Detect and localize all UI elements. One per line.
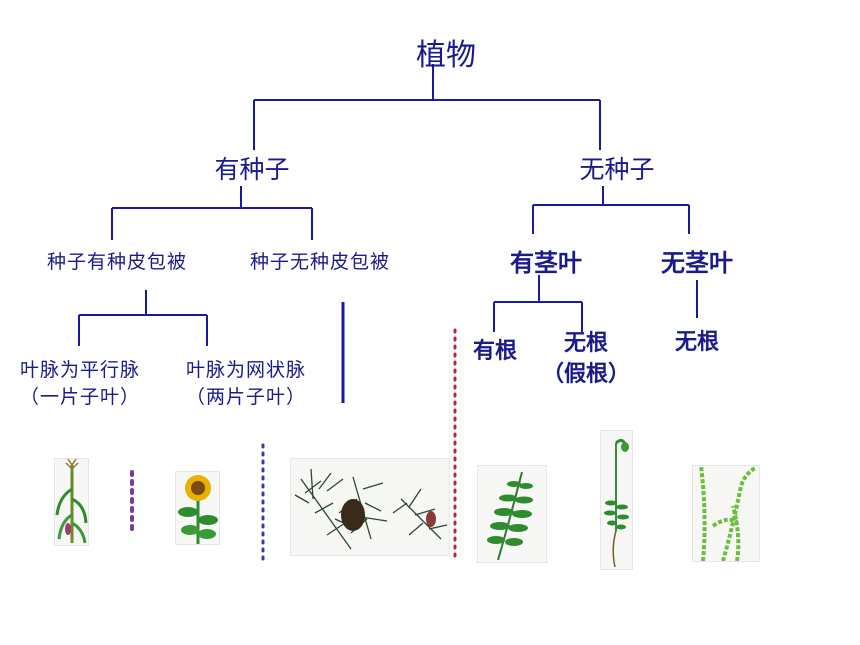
root-connector: [253, 64, 601, 150]
sunflower-icon: [178, 475, 218, 544]
no-root-line1: 无根: [563, 330, 609, 356]
seed-connector: [111, 186, 313, 240]
fern-picture: [477, 465, 547, 563]
algae-picture: [692, 465, 760, 562]
no-root-label: 无根: [674, 329, 720, 355]
stem-leaf-label: 有茎叶: [510, 248, 582, 277]
parallel-vein-line1: 叶脉为平行脉: [19, 359, 141, 381]
moss-picture: [600, 430, 633, 570]
parallel-vein-label: 叶脉为平行脉 （一片子叶）: [20, 355, 140, 409]
root-label: 植物: [416, 38, 476, 73]
no-root-fake-root-label: 无根 （假根）: [542, 328, 630, 390]
coated-connector: [78, 290, 208, 346]
parallel-vein-line2: （一片子叶）: [19, 386, 141, 408]
noseed-connector: [532, 186, 690, 234]
corn-picture: [54, 458, 89, 546]
no-root-line2: （假根）: [541, 361, 631, 387]
pine-picture: [290, 458, 450, 556]
pine-branch-icon: [294, 468, 448, 550]
seed-label: 有种子: [214, 155, 290, 184]
sunflower-picture: [175, 471, 220, 545]
moss-icon: [604, 438, 629, 568]
stemleaf-connector: [493, 275, 583, 332]
noseed-label: 无种子: [579, 155, 655, 184]
net-vein-line2: （两片子叶）: [185, 386, 307, 408]
corn-plant-icon: [55, 458, 88, 544]
fern-icon: [487, 471, 533, 561]
net-vein-label: 叶脉为网状脉 （两片子叶）: [186, 355, 306, 409]
uncoated-seed-label: 种子无种皮包被: [250, 251, 391, 273]
net-vein-line1: 叶脉为网状脉: [185, 359, 307, 381]
has-root-label: 有根: [472, 338, 518, 364]
no-stem-leaf-label: 无茎叶: [661, 248, 733, 277]
algae-icon: [699, 465, 757, 562]
coated-seed-label: 种子有种皮包被: [47, 251, 188, 273]
